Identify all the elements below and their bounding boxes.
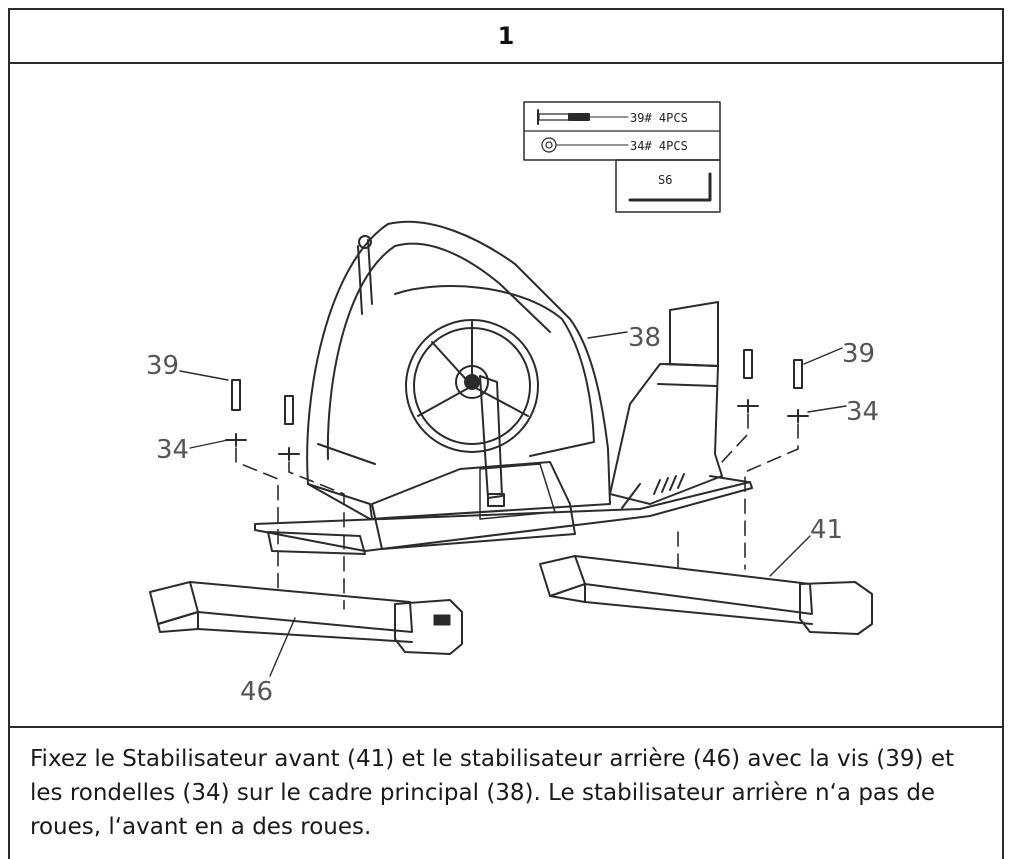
allen-key-icon xyxy=(628,172,712,202)
callout-washer-right: 34 xyxy=(846,397,879,427)
callout-main-frame: 38 xyxy=(628,323,661,353)
main-frame xyxy=(254,220,753,555)
instruction-card: 1 39# 4PCS xyxy=(8,8,1004,859)
alignment-guides xyxy=(235,413,799,610)
leader-lines xyxy=(179,331,847,677)
bolt-quantity-label: 39# 4PCS xyxy=(630,111,688,125)
callout-front-stabilizer: 41 xyxy=(810,515,843,545)
bolt-icon xyxy=(537,109,629,125)
front-stabilizer xyxy=(539,555,873,635)
callout-rear-stabilizer: 46 xyxy=(240,677,273,707)
callout-bolt-right: 39 xyxy=(842,339,875,369)
callout-bolt-left: 39 xyxy=(146,351,179,381)
callout-washer-left: 34 xyxy=(156,435,189,465)
washer-icon xyxy=(541,137,629,153)
instruction-text: Fixez le Stabilisateur avant (41) et le … xyxy=(30,746,954,840)
hardware-kit: 39# 4PCS 34# 4PCS S6 xyxy=(523,101,721,213)
tool-size-label: S6 xyxy=(658,173,672,187)
assembly-drawing: 39# 4PCS 34# 4PCS S6 xyxy=(146,101,879,707)
fasteners xyxy=(225,349,809,461)
step-header: 1 xyxy=(10,10,1002,64)
washer-quantity-label: 34# 4PCS xyxy=(630,139,688,153)
assembly-diagram: 39# 4PCS 34# 4PCS S6 xyxy=(10,64,1002,728)
step-number: 1 xyxy=(497,22,515,50)
rear-stabilizer xyxy=(149,581,463,655)
